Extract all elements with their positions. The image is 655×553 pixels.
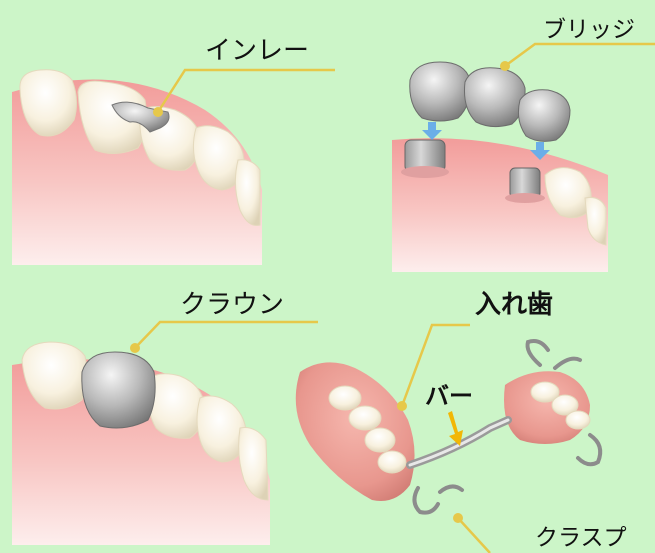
inlay-label: インレー — [205, 30, 309, 67]
bridge-leader-line — [505, 44, 655, 66]
crown-label: クラウン — [180, 284, 284, 321]
clasp-leader-line — [458, 518, 490, 553]
bridge-leader-dot — [500, 61, 510, 71]
bar-label: バー — [425, 376, 473, 411]
crown-cap — [82, 352, 155, 428]
crown-leader-dot — [130, 343, 140, 353]
bridge-arrow-left — [422, 122, 442, 140]
denture-label: 入れ歯 — [475, 284, 553, 321]
crown-leader-line — [135, 322, 318, 348]
clasp-leader-dot — [453, 513, 463, 523]
inlay-panel — [12, 70, 335, 265]
clasp-label: クラスプ — [535, 518, 627, 552]
bar-arrow — [448, 411, 463, 446]
bridge-panel — [392, 44, 655, 272]
bridge-label: ブリッジ — [543, 10, 635, 44]
denture-leader-dot — [397, 401, 407, 411]
crown-panel — [12, 322, 318, 545]
inlay-leader-dot — [153, 107, 163, 117]
denture-base-left — [296, 362, 415, 501]
